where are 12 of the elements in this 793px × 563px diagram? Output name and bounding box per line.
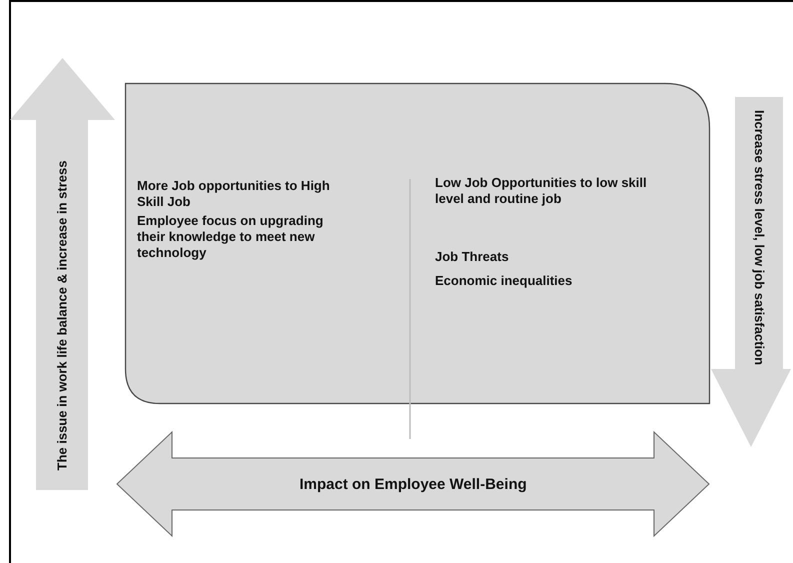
- rounded-panel: [125, 83, 710, 404]
- panel-text: More Job opportunities to High Skill Job: [137, 178, 331, 210]
- panel-text: Low Job Opportunities to low skill level and routine job: [435, 175, 648, 207]
- arrow-label: Increase stress level, low job satisfaction: [752, 109, 767, 365]
- arrow-label: The issue in work life balance & increase in stress: [54, 160, 70, 470]
- panel-text: Job Threats: [435, 249, 510, 265]
- double-headed-arrow: [116, 430, 710, 538]
- panel-text: Economic inequalities: [435, 273, 574, 289]
- down-arrow: [711, 97, 791, 447]
- edge-label: Impact on Employee Well-Being: [300, 476, 527, 492]
- up-arrow: [10, 58, 115, 490]
- panel-text: Employee focus on upgrading their knowledge to meet new technology: [137, 213, 324, 261]
